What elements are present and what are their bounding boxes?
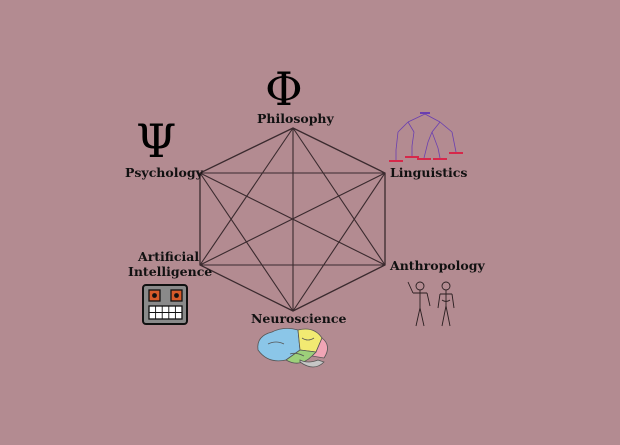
- label-intelligence: Intelligence: [128, 264, 213, 279]
- label-linguistics: Linguistics: [390, 165, 468, 180]
- label-anthropology: Anthropology: [390, 258, 485, 273]
- label-artificial: Artificial: [138, 249, 200, 264]
- label-psychology: Psychology: [125, 165, 203, 180]
- syntax-tree-words: [389, 112, 463, 162]
- connecting-lines: [199, 127, 386, 312]
- human-figures-icon: [407, 281, 455, 327]
- label-neuroscience: Neuroscience: [251, 311, 347, 326]
- psi-symbol: Ψ: [136, 114, 177, 168]
- phi-symbol: Φ: [265, 62, 303, 116]
- syntax-tree-icon: [395, 113, 457, 160]
- robot-face-icon: [142, 284, 188, 325]
- brain-icon: [257, 328, 328, 368]
- label-philosophy: Philosophy: [257, 111, 334, 126]
